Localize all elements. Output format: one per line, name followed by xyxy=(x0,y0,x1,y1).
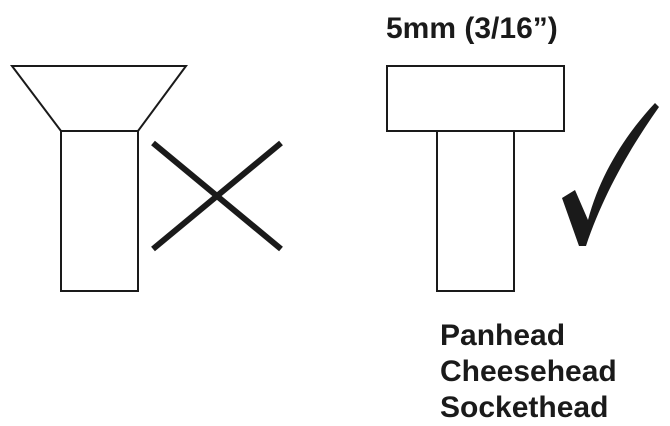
countersunk-screw xyxy=(9,65,188,292)
panhead-head xyxy=(386,65,565,132)
head-type-cheesehead: Cheesehead xyxy=(440,355,617,388)
checkmark-icon xyxy=(562,103,659,246)
head-type-sockethead: Sockethead xyxy=(440,391,609,424)
head-type-list: Panhead Cheesehead Sockethead xyxy=(440,318,617,426)
head-type-panhead: Panhead xyxy=(440,319,566,352)
panhead-shank xyxy=(436,130,515,292)
cross-icon xyxy=(151,140,283,252)
countersunk-shank xyxy=(60,130,139,292)
screw-size-label: 5mm (3/16”) xyxy=(386,12,558,45)
panhead-screw xyxy=(386,65,565,292)
countersunk-head xyxy=(9,65,188,132)
